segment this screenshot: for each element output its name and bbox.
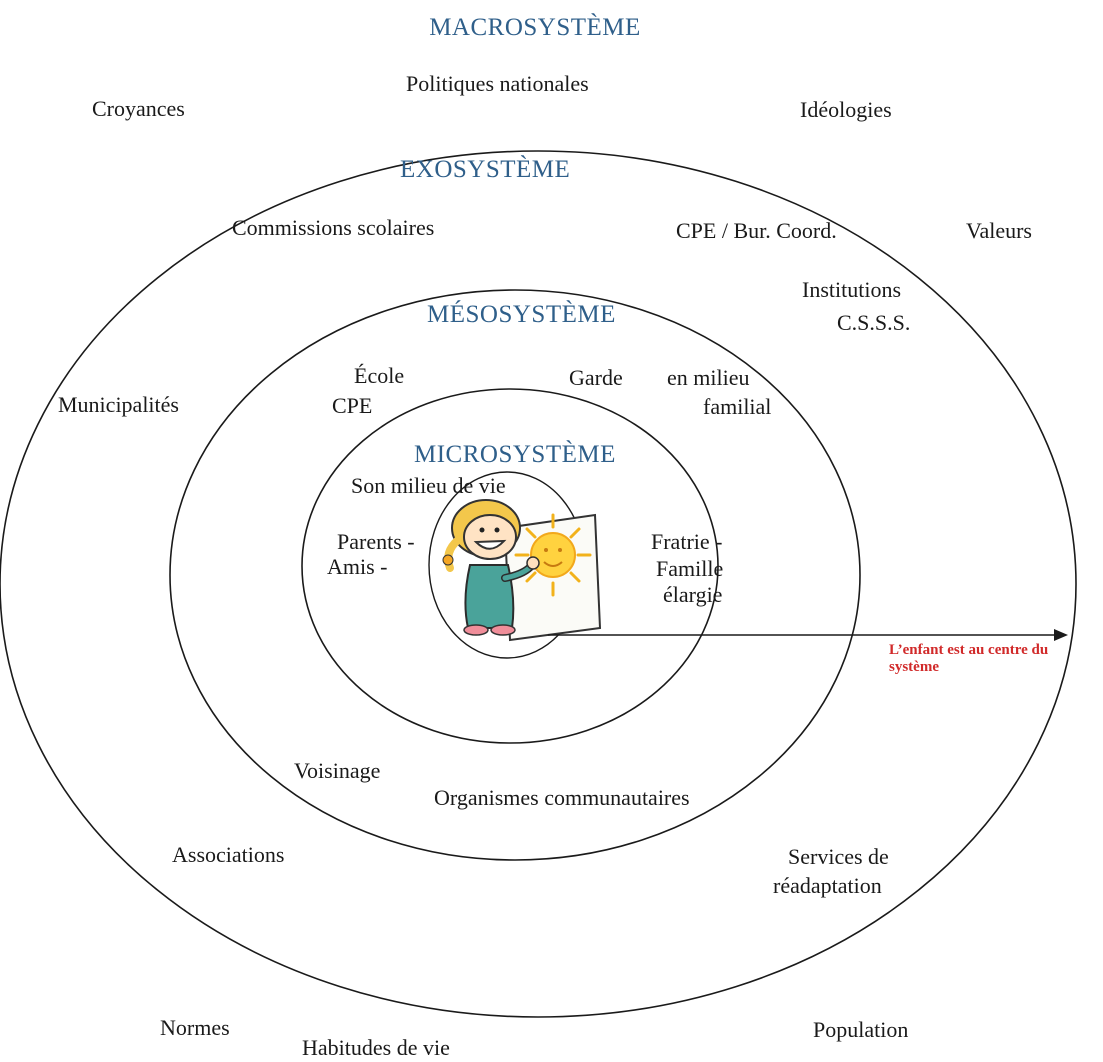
elargie-label: élargie: [663, 582, 723, 607]
son-milieu-de-vie-label: Son milieu de vie: [351, 473, 506, 498]
organismes-communautaires-label: Organismes communautaires: [434, 785, 690, 810]
institutions-label: Institutions: [802, 277, 902, 302]
famille-label: Famille: [656, 556, 724, 581]
habitudes-de-vie-label: Habitudes de vie: [302, 1035, 450, 1060]
exosystem-circle: [0, 150, 1077, 1018]
microsystem-circle: [301, 388, 719, 744]
fratrie-label: Fratrie -: [651, 529, 723, 554]
associations-label: Associations: [172, 842, 285, 867]
familial-label: familial: [703, 394, 772, 419]
arrow-to-note: [548, 629, 1068, 641]
amis-label: Amis -: [327, 554, 388, 579]
mesosystem-title: MÉSOSYSTÈME: [427, 301, 616, 328]
municipalites-label: Municipalités: [58, 392, 179, 417]
politiques-nationales-label: Politiques nationales: [406, 71, 589, 96]
en-milieu-label: en milieu: [667, 365, 750, 390]
services-de-label: Services de: [788, 844, 889, 869]
csss-label: C.S.S.S.: [837, 310, 911, 335]
population-label: Population: [813, 1017, 909, 1042]
child-holding-sun-drawing-icon: [442, 499, 602, 642]
mesosystem-circle: [169, 289, 861, 861]
center-note-line1: L’enfant est au centre du: [889, 642, 1049, 658]
cpe-label: CPE: [332, 393, 373, 418]
parents-label: Parents -: [337, 529, 415, 554]
croyances-label: Croyances: [92, 96, 185, 121]
ecole-label: École: [354, 363, 405, 388]
macrosystem-title: MACROSYSTÈME: [429, 14, 641, 41]
microsystem-title: MICROSYSTÈME: [414, 441, 616, 468]
readaptation-label: réadaptation: [773, 873, 882, 898]
valeurs-label: Valeurs: [966, 218, 1032, 243]
exosystem-title: EXOSYSTÈME: [400, 156, 571, 183]
center-note-line2: système: [889, 659, 939, 675]
ideologies-label: Idéologies: [800, 97, 892, 122]
garde-label: Garde: [569, 365, 623, 390]
voisinage-label: Voisinage: [294, 758, 381, 783]
cpe-bur-coord-label: CPE / Bur. Coord.: [676, 218, 837, 243]
commissions-scolaires-label: Commissions scolaires: [232, 215, 435, 240]
normes-label: Normes: [160, 1015, 230, 1040]
